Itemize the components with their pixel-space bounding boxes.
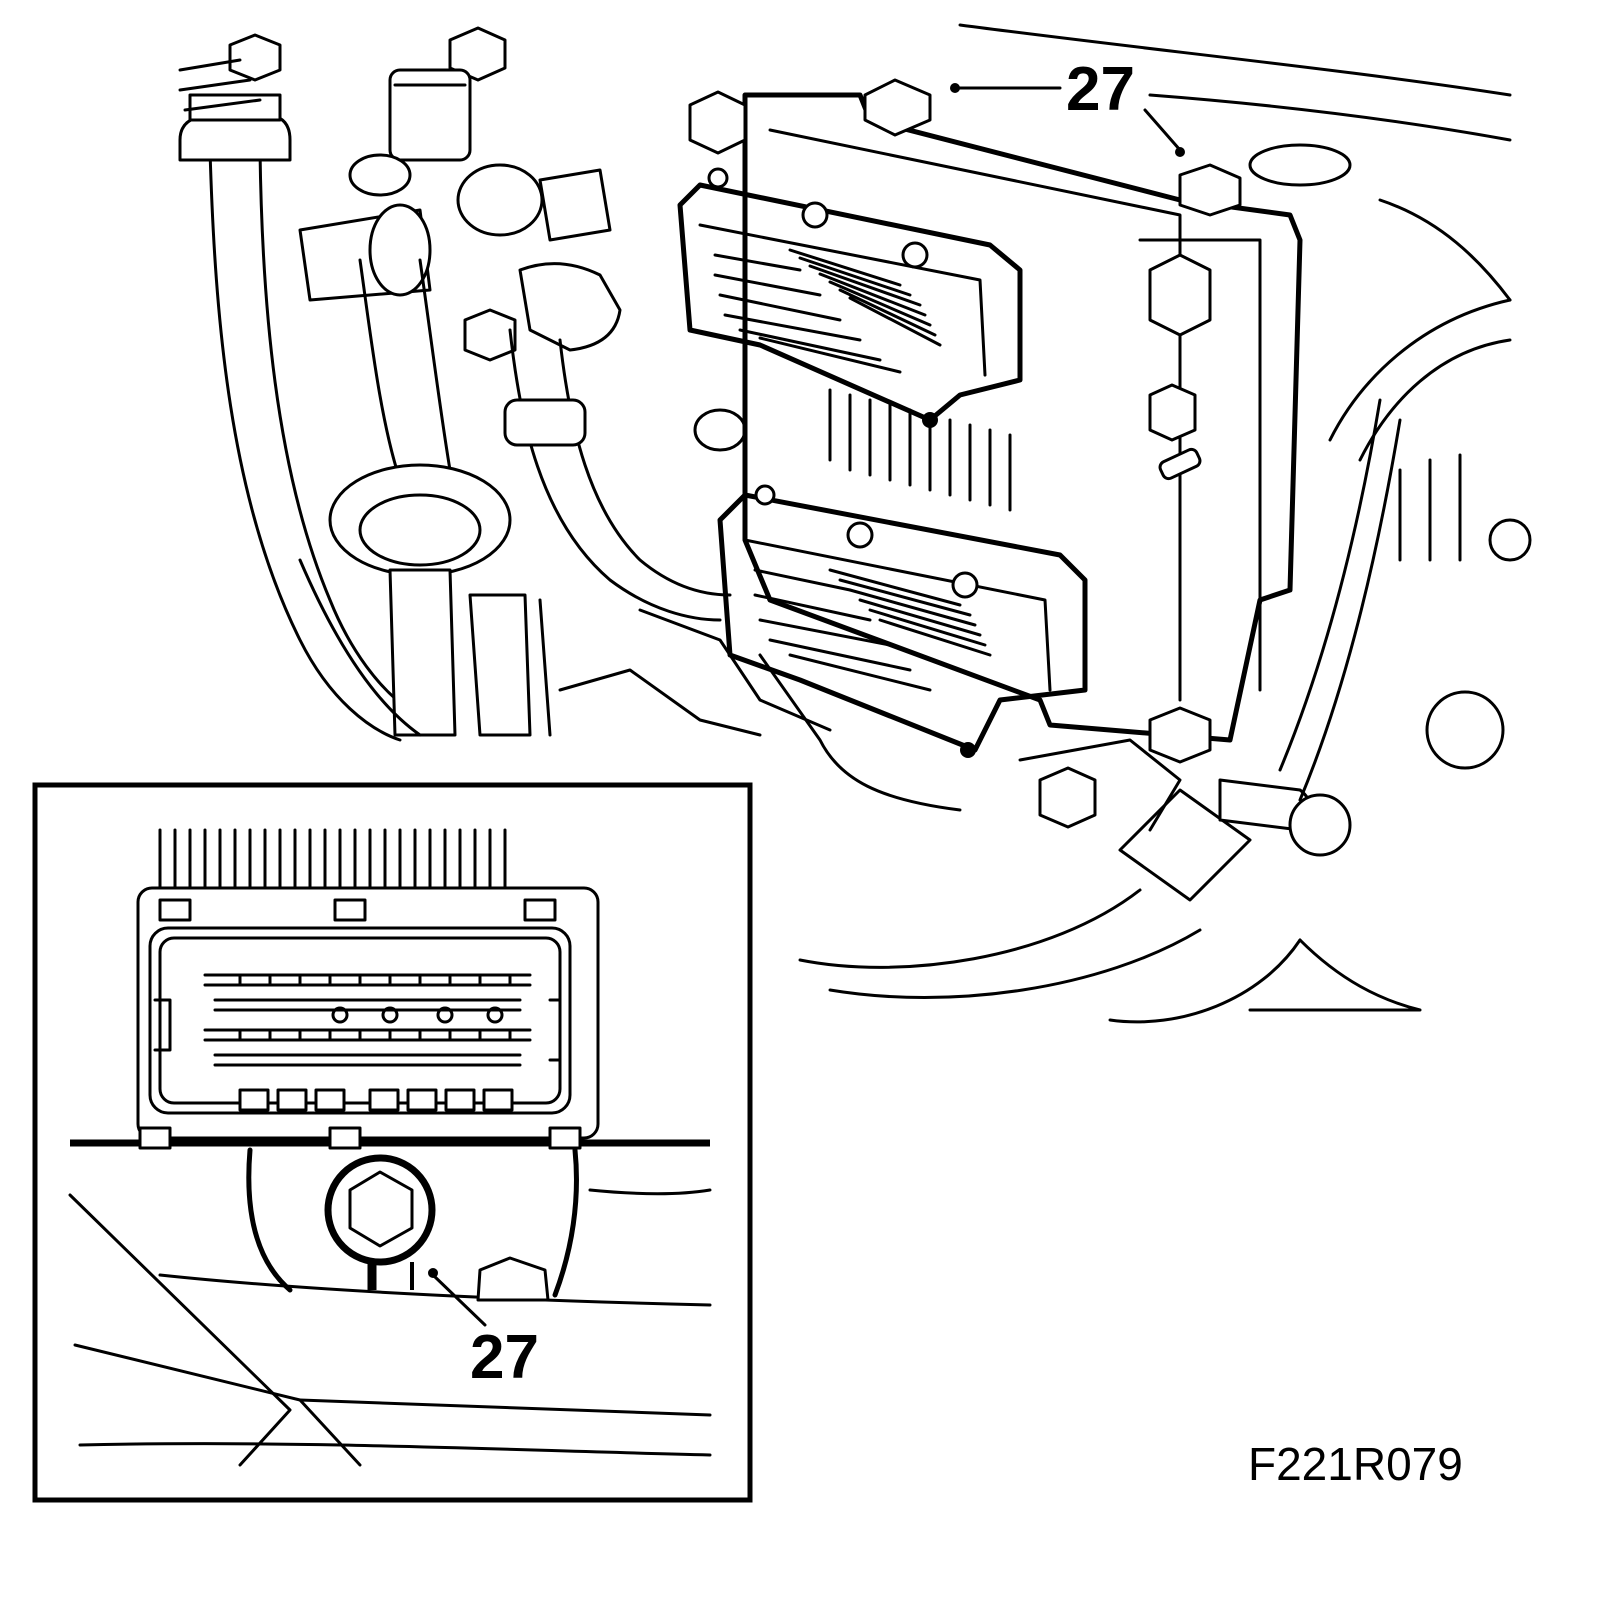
ecu-bolt-bottom-right <box>1148 706 1212 764</box>
inset-mounting-plate <box>68 1126 712 1467</box>
inset-top-tabs <box>158 898 557 922</box>
ecu-bracket <box>758 398 1505 902</box>
connector-upper-ribs <box>713 248 942 374</box>
hood-contour <box>958 23 1512 97</box>
connector-lower-ribs <box>753 568 992 692</box>
inset-bottom-terminals <box>238 1088 514 1112</box>
callout-27-leader-inset <box>431 1273 487 1327</box>
bracket-bolt <box>1038 766 1097 829</box>
timing-cover <box>1328 198 1532 562</box>
inset-terminal-rows <box>203 973 532 1067</box>
grommet-tubes <box>298 463 552 737</box>
inset-connector-body <box>136 886 600 1140</box>
callout-label-main: 27 <box>1066 55 1135 124</box>
figure-id-label: F221R079 <box>1248 1438 1463 1490</box>
hose-fittings <box>178 26 612 482</box>
ecu-cooling-fins <box>828 388 1012 512</box>
ecu-bolt-top-right <box>1178 163 1242 217</box>
ecu-housing <box>688 78 1303 764</box>
body-hole <box>1248 143 1352 187</box>
connector-pins-top <box>158 828 507 892</box>
ecu-bolt-top <box>863 78 932 137</box>
coolant-hose-left <box>178 33 412 742</box>
connector-detail-inset <box>32 782 753 1503</box>
callout-27-leader-right <box>1143 108 1182 152</box>
engine-bay-illustration <box>178 23 1532 1024</box>
ecu-bolt-right-upper <box>1148 253 1212 337</box>
hood-contour-2 <box>1148 93 1512 142</box>
vacuum-hose <box>463 262 747 622</box>
ecu-connector-lower <box>717 484 1088 758</box>
inset-bolt <box>324 1154 550 1302</box>
ecu-bolt-right-middle <box>1148 383 1197 442</box>
ecu-bolt-left-top <box>688 90 747 155</box>
engine-lower-contours <box>558 608 1422 1024</box>
ecu-connector-upper <box>677 167 1023 428</box>
callout-label-inset: 27 <box>470 1323 539 1392</box>
